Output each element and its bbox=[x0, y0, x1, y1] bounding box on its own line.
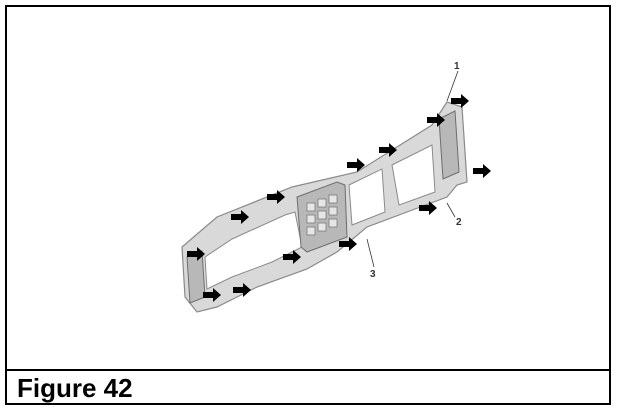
left-vent bbox=[186, 250, 206, 304]
callout-leaders bbox=[366, 70, 459, 268]
callout-1: 1 bbox=[454, 61, 460, 72]
arrow-icon bbox=[419, 201, 437, 215]
bezel-diagram: 1 2 3 bbox=[181, 61, 491, 313]
arrow-icon bbox=[203, 288, 221, 302]
callout-3: 3 bbox=[370, 269, 376, 280]
arrow-icon bbox=[473, 164, 491, 178]
callout-2: 2 bbox=[456, 217, 462, 228]
figure-caption: Figure 42 bbox=[17, 373, 133, 403]
right-opening bbox=[391, 144, 436, 206]
arrow-icon bbox=[451, 94, 469, 108]
arrow-icon bbox=[427, 113, 445, 127]
caption-divider bbox=[7, 369, 609, 371]
arrow-icon bbox=[283, 250, 301, 264]
right-vent bbox=[438, 110, 460, 180]
control-buttons bbox=[306, 194, 338, 236]
figure-frame: 1 2 3 Figure 42 bbox=[5, 5, 611, 405]
arrow-icon bbox=[231, 210, 249, 224]
arrow-icon bbox=[379, 143, 397, 157]
arrow-icon bbox=[347, 158, 365, 172]
clip-arrows bbox=[187, 94, 491, 302]
middle-opening bbox=[348, 168, 386, 226]
arrow-icon bbox=[267, 190, 285, 204]
arrow-icon bbox=[233, 283, 251, 297]
arrow-icon bbox=[187, 247, 205, 261]
figure-illustration-area: 1 2 3 bbox=[7, 7, 609, 369]
arrow-icon bbox=[339, 237, 357, 251]
